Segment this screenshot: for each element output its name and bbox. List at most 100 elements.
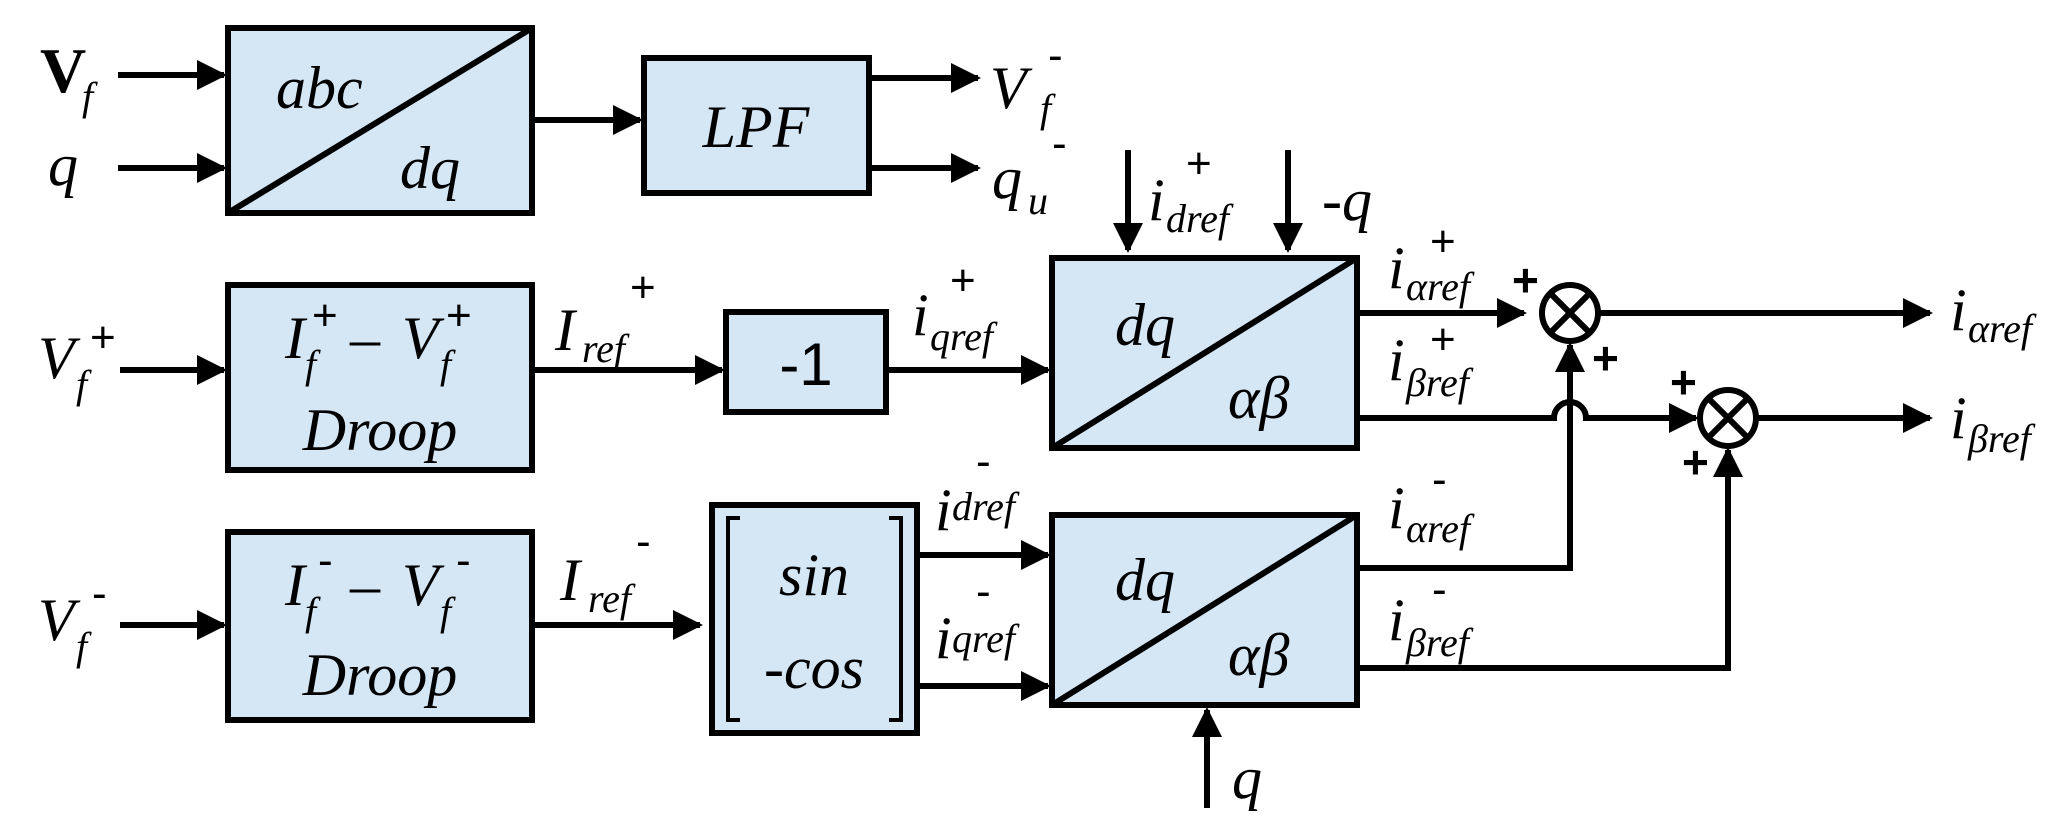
- svg-text:V: V: [402, 305, 445, 371]
- signal-vf-neg-filtered: V f -: [990, 31, 1063, 131]
- svg-text:qref: qref: [952, 616, 1020, 661]
- signal-q-bottom: q: [1232, 745, 1262, 811]
- signal-ibeta-neg: i βref -: [1388, 565, 1474, 665]
- svg-text:ref: ref: [582, 326, 630, 371]
- svg-text:I: I: [284, 305, 308, 371]
- signal-idref-neg: i dref -: [935, 437, 1020, 543]
- lpf-label: LPF: [702, 94, 811, 160]
- svg-text:αβ: αβ: [1228, 622, 1289, 688]
- sum1-sign-left: +: [1512, 254, 1539, 306]
- svg-text:ref: ref: [588, 576, 636, 621]
- svg-text:V: V: [40, 35, 86, 106]
- svg-text:f: f: [82, 74, 98, 119]
- svg-text:αref: αref: [1406, 264, 1475, 309]
- svg-text:dq: dq: [1115, 547, 1175, 613]
- sum1-sign-bottom: +: [1592, 332, 1619, 384]
- svg-text:V: V: [990, 55, 1033, 121]
- svg-text:f: f: [76, 362, 92, 407]
- svg-text:-: -: [1432, 455, 1447, 504]
- svg-text:I: I: [554, 297, 578, 363]
- svg-text:-: -: [636, 517, 651, 566]
- svg-text:i: i: [1388, 475, 1405, 541]
- signal-q-input: q: [48, 132, 78, 198]
- negate-block: -1: [723, 309, 889, 415]
- svg-text:qref: qref: [930, 314, 998, 359]
- dq-alphabeta-negative-block: dq αβ: [1049, 512, 1360, 708]
- svg-text:-: -: [456, 536, 471, 585]
- svg-text:dq: dq: [1115, 292, 1175, 358]
- svg-text:+: +: [1430, 217, 1456, 266]
- svg-text:αref: αref: [1406, 506, 1475, 551]
- svg-text:i: i: [1388, 587, 1405, 653]
- droop-positive-block: I f + – V f + Droop: [225, 282, 535, 473]
- droop-negative-block: I f - – V f - Droop: [225, 529, 535, 723]
- svg-text:V: V: [402, 552, 445, 618]
- svg-text:αβ: αβ: [1228, 365, 1289, 431]
- signal-ialpha-output: i αref: [1950, 277, 2037, 351]
- svg-text:-cos: -cos: [764, 635, 864, 701]
- svg-text:Droop: Droop: [302, 642, 457, 708]
- svg-text:+: +: [90, 313, 116, 362]
- svg-text:i: i: [1388, 327, 1405, 393]
- lpf-block: LPF: [641, 55, 872, 196]
- line-ialpha-neg-to-sum1: [1357, 342, 1585, 571]
- svg-text:I: I: [284, 552, 308, 618]
- signal-vf-neg-input: V f -: [38, 569, 107, 669]
- signal-vf-input: V f: [40, 35, 98, 119]
- signal-iqref-pos: i qref +: [912, 256, 998, 359]
- svg-text:i: i: [935, 477, 952, 543]
- svg-text:I: I: [559, 547, 583, 613]
- svg-text:f: f: [76, 624, 92, 669]
- svg-text:V: V: [38, 587, 81, 653]
- svg-text:–: –: [349, 552, 381, 618]
- sum2-sign-bottom: +: [1682, 436, 1709, 488]
- signal-ibeta-output: i βref: [1950, 385, 2036, 461]
- svg-text:+: +: [630, 263, 656, 312]
- svg-text:–: –: [349, 305, 381, 371]
- svg-text:+: +: [446, 291, 472, 340]
- abc-label: abc: [276, 55, 363, 121]
- svg-text:V: V: [38, 325, 81, 391]
- svg-text:+: +: [1430, 315, 1456, 364]
- abc-dq-transform-block: abc dq: [225, 25, 535, 216]
- summing-junction-beta: [1697, 387, 1759, 449]
- dq-label: dq: [400, 135, 460, 201]
- signal-neg-q: -q: [1322, 167, 1372, 233]
- sum2-sign-left: +: [1670, 356, 1697, 408]
- signal-vf-pos-input: V f +: [38, 313, 116, 407]
- svg-text:q: q: [992, 145, 1022, 211]
- signal-iref-neg: I ref -: [559, 517, 651, 621]
- signal-ialpha-pos: i αref +: [1388, 217, 1475, 309]
- svg-text:-: -: [318, 536, 333, 585]
- signal-iqref-neg: i qref -: [935, 567, 1020, 671]
- summing-junction-alpha: [1539, 282, 1601, 344]
- svg-text:dref: dref: [1166, 196, 1234, 241]
- svg-text:-: -: [92, 569, 107, 618]
- signal-ialpha-neg: i αref -: [1388, 455, 1475, 551]
- signal-idref-pos: i dref +: [1148, 139, 1234, 241]
- svg-text:-: -: [976, 567, 991, 616]
- svg-text:dref: dref: [952, 484, 1020, 529]
- signal-qu-neg: q u -: [992, 119, 1067, 223]
- svg-text:sin: sin: [779, 542, 849, 608]
- svg-text:i: i: [1950, 277, 1967, 343]
- svg-text:i: i: [1148, 167, 1165, 233]
- svg-text:-: -: [1432, 565, 1447, 614]
- signal-ibeta-pos: i βref +: [1388, 315, 1474, 405]
- negate-label: -1: [779, 331, 832, 398]
- svg-text:i: i: [935, 605, 952, 671]
- svg-text:-: -: [976, 437, 991, 486]
- svg-text:-: -: [1052, 119, 1067, 168]
- signal-iref-pos: I ref +: [554, 263, 656, 371]
- svg-text:i: i: [1388, 235, 1405, 301]
- svg-text:i: i: [912, 282, 929, 348]
- svg-text:+: +: [1186, 139, 1212, 188]
- svg-text:Droop: Droop: [302, 397, 457, 463]
- svg-text:βref: βref: [1405, 360, 1474, 405]
- svg-text:+: +: [312, 291, 338, 340]
- svg-text:αref: αref: [1968, 306, 2037, 351]
- svg-text:u: u: [1028, 178, 1048, 223]
- svg-text:βref: βref: [1405, 620, 1474, 665]
- svg-text:-: -: [1048, 31, 1063, 80]
